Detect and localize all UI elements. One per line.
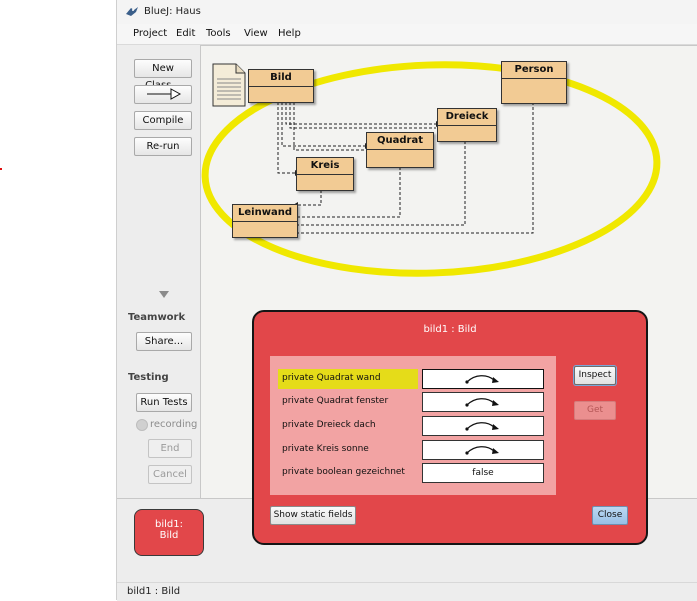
run-tests-button[interactable]: Run Tests <box>136 393 192 412</box>
status-bar: bild1 : Bild <box>117 582 697 601</box>
field-label: private Quadrat wand <box>282 373 381 383</box>
menu-view[interactable]: View <box>244 28 268 39</box>
field-value[interactable] <box>422 369 544 389</box>
show-static-fields-button[interactable]: Show static fields <box>270 506 356 525</box>
inheritance-arrow-icon <box>147 88 182 100</box>
field-highlight <box>278 369 418 389</box>
object-inspector-dialog: bild1 : Bild private Quadrat wand privat… <box>252 310 648 545</box>
reference-arrow-icon <box>465 375 499 384</box>
end-button[interactable]: End <box>148 439 192 458</box>
field-label: private Quadrat fenster <box>282 396 389 406</box>
object-name: bild1: <box>155 519 183 530</box>
menu-tools[interactable]: Tools <box>206 28 231 39</box>
class-name: Quadrat <box>367 133 433 150</box>
new-class-button[interactable]: New Class... <box>134 59 192 91</box>
menu-bar: Project Edit Tools View Help <box>117 24 697 45</box>
field-row[interactable]: private Quadrat wand <box>278 369 548 389</box>
class-person[interactable]: Person <box>501 61 567 104</box>
menu-help[interactable]: Help <box>278 28 301 39</box>
readme-document-icon[interactable] <box>212 63 246 107</box>
field-label: private boolean gezeichnet <box>282 467 405 477</box>
window-title: BlueJ: Haus <box>144 6 201 17</box>
teamwork-label: Teamwork <box>128 312 186 323</box>
object-type: Bild <box>159 530 179 541</box>
class-leinwand[interactable]: Leinwand <box>232 204 298 238</box>
menu-project[interactable]: Project <box>133 28 168 39</box>
field-value[interactable]: false <box>422 463 544 483</box>
field-value[interactable] <box>422 392 544 412</box>
class-name: Leinwand <box>233 205 297 222</box>
class-name: Bild <box>249 70 313 87</box>
field-row[interactable]: private Quadrat fenster <box>278 392 548 412</box>
field-label: private Kreis sonne <box>282 444 369 454</box>
recording-label: recording <box>150 419 198 430</box>
rerun-button[interactable]: Re-run <box>134 137 192 156</box>
close-button[interactable]: Close <box>592 506 628 525</box>
recording-indicator-icon <box>136 419 148 431</box>
inspector-title: bild1 : Bild <box>423 324 477 335</box>
field-row[interactable]: private Dreieck dach <box>278 416 548 436</box>
class-dreieck[interactable]: Dreieck <box>437 108 497 142</box>
field-label: private Dreieck dach <box>282 420 376 430</box>
class-name: Dreieck <box>438 109 496 126</box>
class-quadrat[interactable]: Quadrat <box>366 132 434 168</box>
new-inheritance-arrow-button[interactable] <box>134 85 192 104</box>
get-button[interactable]: Get <box>574 401 616 420</box>
class-bild[interactable]: Bild <box>248 69 314 103</box>
class-name: Person <box>502 62 566 79</box>
left-tool-panel: New Class... Compile Re-run Teamwork Sha… <box>117 45 197 498</box>
class-name: Kreis <box>297 158 353 175</box>
object-bild1[interactable]: bild1: Bild <box>134 509 204 556</box>
testing-label: Testing <box>128 372 169 383</box>
reference-arrow-icon <box>465 446 499 455</box>
compile-button[interactable]: Compile <box>134 111 192 130</box>
inspect-button[interactable]: Inspect <box>574 366 616 385</box>
red-marker-dot <box>0 168 2 170</box>
yellow-highlight-circle <box>201 61 661 277</box>
reference-arrow-icon <box>465 422 499 431</box>
field-list: private Quadrat wand private Quadrat fen… <box>270 356 556 495</box>
field-row[interactable]: private boolean gezeichnet false <box>278 463 548 483</box>
cancel-button[interactable]: Cancel <box>148 465 192 484</box>
field-value[interactable] <box>422 440 544 460</box>
collapse-triangle-icon[interactable] <box>159 291 169 299</box>
field-row[interactable]: private Kreis sonne <box>278 440 548 460</box>
reference-arrow-icon <box>465 398 499 407</box>
status-text: bild1 : Bild <box>127 586 181 597</box>
title-bar: BlueJ: Haus <box>117 0 697 24</box>
field-value[interactable] <box>422 416 544 436</box>
menu-edit[interactable]: Edit <box>176 28 196 39</box>
bluej-bird-icon <box>126 7 138 16</box>
class-kreis[interactable]: Kreis <box>296 157 354 191</box>
share-button[interactable]: Share... <box>136 332 192 351</box>
